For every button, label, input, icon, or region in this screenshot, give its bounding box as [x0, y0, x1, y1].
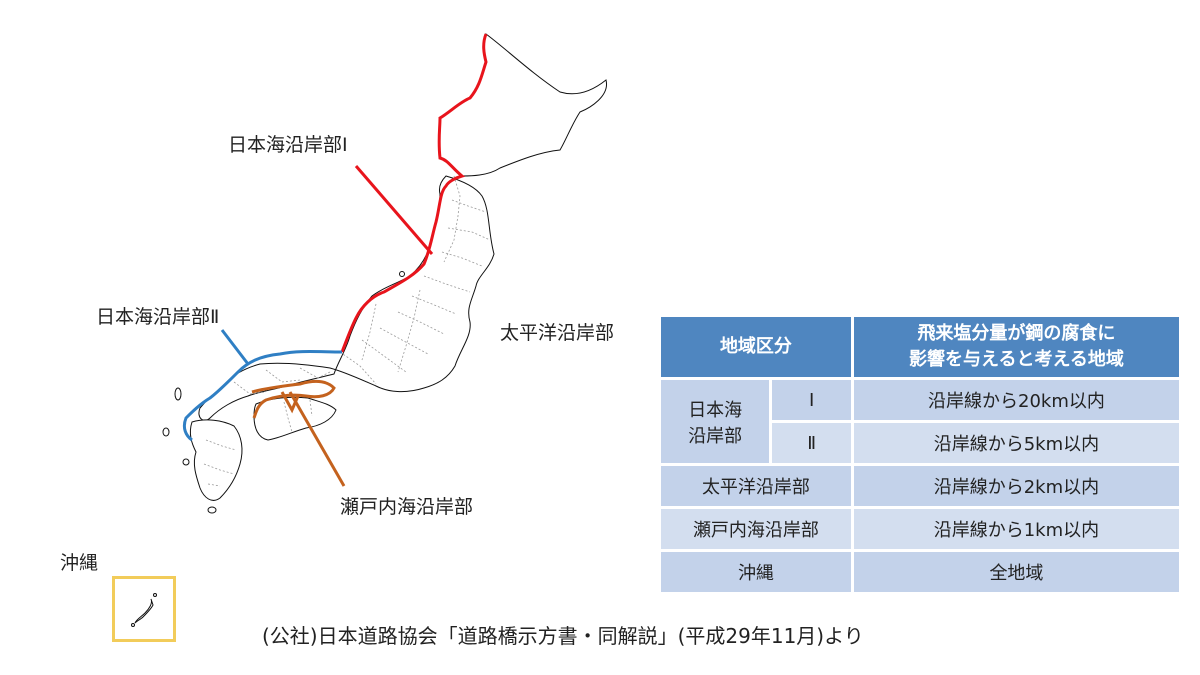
label-seto: 瀬戸内海沿岸部 [340, 496, 474, 518]
oki-island [174, 387, 182, 401]
cell-japan-sea-2-sub: Ⅱ [769, 420, 854, 466]
table-row: Ⅱ 沿岸線から5km以内 [660, 420, 1183, 466]
cell-japan-sea-1-value: 沿岸線から20km以内 [850, 377, 1183, 423]
cell-pacific-name: 太平洋沿岸部 [658, 463, 854, 509]
cell-okinawa-value: 全地域 [850, 549, 1183, 595]
header-effect-line1: 飛来塩分量が鋼の腐食に [917, 323, 1116, 344]
label-japan-sea-2: 日本海沿岸部Ⅱ [96, 306, 220, 328]
region-table: 地域区分 飛来塩分量が鋼の腐食に 影響を与えると考える地域 日本海 沿岸部 Ⅰ … [657, 314, 1183, 595]
cell-seto-value: 沿岸線から1km以内 [850, 506, 1183, 552]
table-row: 日本海 沿岸部 Ⅰ 沿岸線から20km以内 [657, 377, 1183, 466]
hokkaido-landmass [438, 33, 607, 177]
sado-island [399, 271, 405, 277]
leader-line-japan-sea-2 [220, 329, 250, 365]
japan-sea-coast-2-line [182, 350, 343, 442]
cell-pacific-value: 沿岸線から2km以内 [850, 463, 1183, 509]
header-effect: 飛来塩分量が鋼の腐食に 影響を与えると考える地域 [850, 314, 1183, 380]
cell-japan-sea-2-value: 沿岸線から5km以内 [850, 420, 1183, 466]
tsushima-island [162, 427, 170, 437]
table-header-row: 地域区分 飛来塩分量が鋼の腐食に 影響を与えると考える地域 [658, 314, 1183, 380]
source-caption: (公社)日本道路協会「道路橋示方書・同解説」(平成29年11月)より [262, 624, 864, 648]
label-pacific: 太平洋沿岸部 [500, 322, 615, 344]
okinawa-inset-frame [112, 576, 176, 642]
cell-japan-sea-1-sub: Ⅰ [769, 377, 854, 423]
cell-japan-sea-name: 日本海 沿岸部 [657, 377, 773, 466]
table-row: 瀬戸内海沿岸部 沿岸線から1km以内 [658, 506, 1183, 552]
prefecture-borders [203, 175, 491, 487]
cell-okinawa-name: 沖縄 [658, 549, 854, 595]
leader-line-japan-sea-1 [354, 165, 434, 255]
header-region: 地域区分 [658, 314, 854, 380]
okinawa-island-shape [131, 593, 157, 627]
leader-line-seto [288, 391, 346, 487]
table-row: 沖縄 全地域 [658, 549, 1183, 595]
kyushu-landmass [189, 419, 243, 501]
japan-sea-coast-1-line [340, 33, 488, 353]
table-row: 太平洋沿岸部 沿岸線から2km以内 [658, 463, 1183, 509]
tanegashima-island [207, 506, 217, 514]
label-okinawa: 沖縄 [60, 552, 99, 574]
cell-japan-sea-line2: 沿岸部 [688, 425, 743, 447]
cell-japan-sea-line1: 日本海 [688, 399, 743, 421]
honshu-landmass [198, 175, 495, 421]
header-effect-line2: 影響を与えると考える地域 [908, 349, 1124, 370]
goto-island [182, 458, 190, 466]
label-japan-sea-1: 日本海沿岸部Ⅰ [228, 134, 348, 156]
cell-seto-name: 瀬戸内海沿岸部 [658, 506, 854, 552]
